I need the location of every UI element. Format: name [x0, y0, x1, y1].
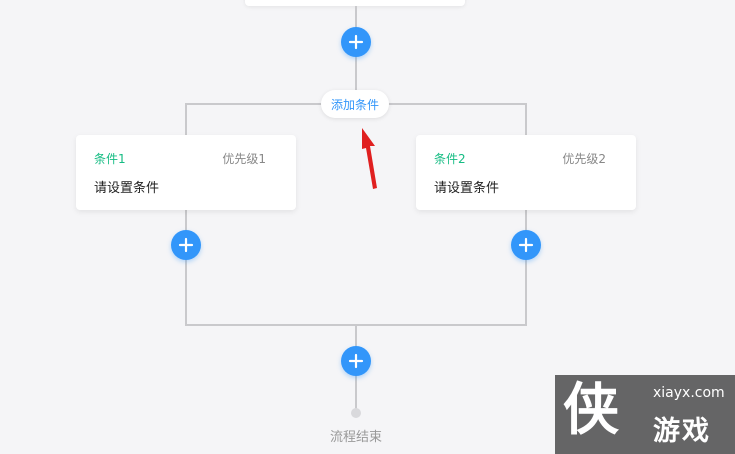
condition-content: 请设置条件 — [94, 181, 160, 196]
condition-priority[interactable]: 优先级1 — [222, 152, 266, 166]
plus-icon — [178, 237, 194, 253]
condition-card-1[interactable]: 条件1 优先级1 请设置条件 — [76, 135, 296, 210]
flow-end-dot — [351, 408, 361, 418]
add-node-button[interactable] — [171, 230, 201, 260]
watermark-logo-char: 侠 — [563, 378, 619, 443]
plus-icon — [348, 34, 364, 50]
connector-line — [185, 103, 187, 135]
plus-icon — [348, 353, 364, 369]
watermark: 侠 xiayx.com 游戏 — [555, 375, 735, 454]
condition-title: 条件2 — [434, 152, 466, 166]
add-node-button[interactable] — [511, 230, 541, 260]
condition-content: 请设置条件 — [434, 181, 500, 196]
add-condition-button[interactable]: 添加条件 — [321, 90, 389, 118]
condition-priority[interactable]: 优先级2 — [562, 152, 606, 166]
add-node-button[interactable] — [341, 27, 371, 57]
condition-card-2[interactable]: 条件2 优先级2 请设置条件 — [416, 135, 636, 210]
watermark-name: 游戏 — [653, 416, 711, 447]
connector-line — [525, 103, 527, 135]
condition-title: 条件1 — [94, 152, 126, 166]
plus-icon — [518, 237, 534, 253]
connector-line — [185, 210, 187, 326]
connector-line — [525, 210, 527, 326]
add-node-button[interactable] — [341, 346, 371, 376]
approver-node-card[interactable] — [245, 0, 465, 6]
watermark-url: xiayx.com — [653, 385, 725, 401]
flow-end-label: 流程结束 — [329, 430, 382, 445]
